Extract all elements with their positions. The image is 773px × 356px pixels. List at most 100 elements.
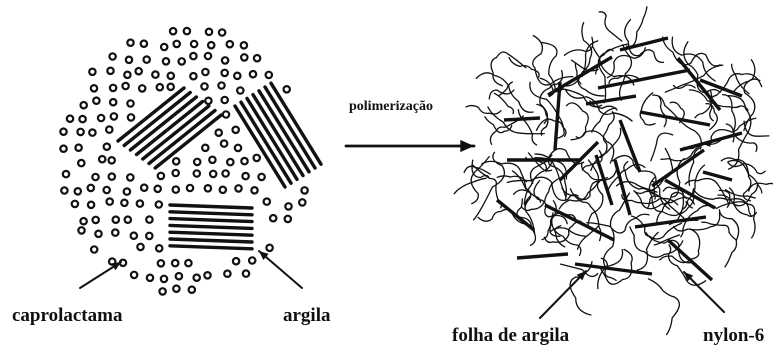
monomer-circle — [285, 203, 291, 209]
monomer-circle — [93, 217, 99, 223]
monomer-circle — [227, 41, 233, 47]
monomer-circle — [189, 287, 195, 293]
monomer-circle — [173, 170, 179, 176]
monomer-circle — [233, 258, 239, 264]
polymer-chain — [599, 12, 622, 41]
monomer-circle — [242, 173, 248, 179]
nylon-6-label: nylon-6 — [703, 325, 764, 347]
arrow-head — [111, 262, 121, 270]
monomer-circle — [185, 260, 191, 266]
monomer-circle — [157, 84, 163, 90]
monomer-circle — [131, 233, 137, 239]
monomer-circle — [141, 41, 147, 47]
monomer-circle — [237, 87, 243, 93]
monomer-circle — [136, 68, 142, 74]
monomer-circle — [92, 174, 98, 180]
monomer-circle — [173, 158, 179, 164]
monomer-circle — [112, 229, 118, 235]
monomer-circle — [159, 288, 165, 294]
monomer-circle — [210, 171, 216, 177]
monomer-circle — [125, 217, 131, 223]
polymer-chain — [601, 112, 615, 158]
monomer-circle — [235, 145, 241, 151]
clay-sheet — [620, 120, 640, 172]
folha-de-argila-arrow — [540, 271, 586, 318]
monomer-circle — [81, 102, 87, 108]
monomer-circle — [254, 55, 260, 61]
monomer-circle — [89, 69, 95, 75]
monomer-circle — [124, 188, 130, 194]
clay-stacks — [118, 83, 321, 249]
monomer-circle — [241, 158, 247, 164]
polymer-chain — [728, 162, 765, 174]
monomer-circle — [222, 70, 228, 76]
monomer-circle — [266, 245, 272, 251]
monomer-circle — [205, 53, 211, 59]
monomer-circle — [202, 69, 208, 75]
monomer-circle — [208, 42, 214, 48]
monomer-circle — [205, 98, 211, 104]
polymer-chain — [718, 202, 755, 238]
monomer-circle — [61, 187, 67, 193]
polymer-chain — [627, 7, 647, 47]
monomer-circle — [75, 188, 81, 194]
monomer-circle — [161, 44, 167, 50]
polymer-chain — [674, 85, 696, 88]
exfoliated-nanocomposite-panel — [454, 7, 773, 335]
monomer-circle — [254, 155, 260, 161]
polymer-chain — [562, 182, 600, 200]
monomer-circle — [184, 28, 190, 34]
monomer-circle — [218, 82, 224, 88]
monomer-circle — [107, 68, 113, 74]
monomer-circle — [250, 71, 256, 77]
nylon-6-arrow — [684, 272, 724, 312]
monomer-circle — [204, 272, 210, 278]
monomer-circle — [301, 187, 307, 193]
monomer-circle — [104, 144, 110, 150]
monomer-circle — [241, 42, 247, 48]
monomer-circle — [156, 245, 162, 251]
monomer-circle — [137, 200, 143, 206]
monomer-circle — [88, 185, 94, 191]
monomer-circle — [131, 272, 137, 278]
polymer-chain — [630, 227, 683, 257]
polymer-chain — [566, 90, 632, 121]
monomer-circle — [205, 185, 211, 191]
monomer-circle — [127, 174, 133, 180]
monomer-circle — [220, 187, 226, 193]
monomer-circle — [299, 199, 305, 205]
polymer-chain — [518, 110, 536, 145]
polymer-chain — [732, 64, 749, 93]
monomer-circle — [109, 157, 115, 163]
monomer-circle — [147, 275, 153, 281]
monomer-circle — [122, 83, 128, 89]
monomer-circle — [284, 86, 290, 92]
monomer-circle — [78, 160, 84, 166]
monomer-circle — [194, 275, 200, 281]
polymer-chain — [567, 103, 589, 140]
monomer-circle — [104, 187, 110, 193]
before-polymerization-panel — [60, 28, 321, 295]
monomer-circle — [141, 185, 147, 191]
polymer-chain — [495, 93, 514, 113]
monomer-circle — [106, 126, 112, 132]
monomer-circle — [95, 231, 101, 237]
monomer-circle — [173, 286, 179, 292]
monomer-circle — [168, 84, 174, 90]
monomer-circle — [163, 58, 169, 64]
monomer-circle — [223, 111, 229, 117]
monomer-circle — [224, 271, 230, 277]
caprolactama-label: caprolactama — [12, 305, 122, 327]
monomer-circle — [194, 170, 200, 176]
monomer-circle — [174, 41, 180, 47]
polymer-chain — [491, 52, 526, 86]
monomer-circle — [99, 156, 105, 162]
monomer-circle — [139, 85, 145, 91]
monomer-circle — [243, 270, 249, 276]
monomer-circle — [91, 85, 97, 91]
arrow-shaft — [540, 271, 586, 318]
monomer-circle — [156, 201, 162, 207]
polymer-chain — [702, 222, 736, 239]
